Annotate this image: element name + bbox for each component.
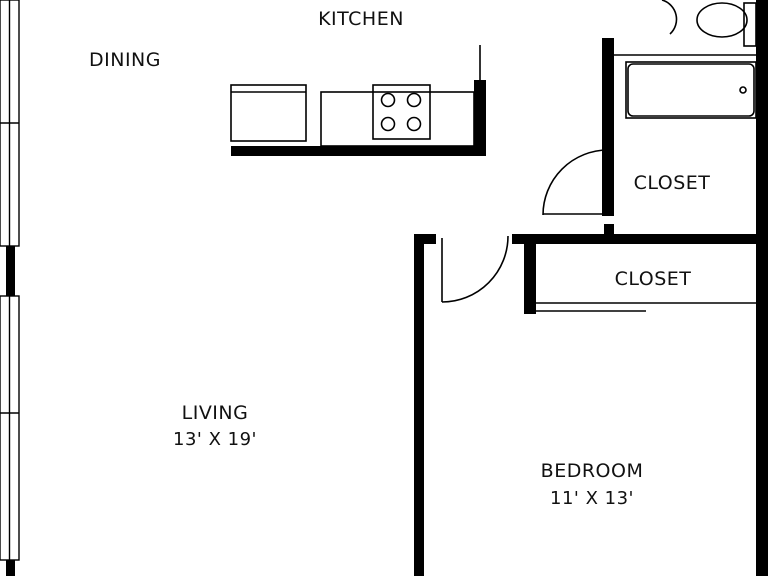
- closet-lower-label: CLOSET: [615, 268, 692, 290]
- upper-closet-door: [542, 149, 610, 216]
- kitchen-counter: [231, 45, 486, 156]
- bathroom-walls: [602, 0, 768, 244]
- window-upper: [0, 0, 20, 247]
- lower-closet-rails: [536, 302, 756, 312]
- bathtub-icon: [625, 61, 757, 119]
- bedroom-label: BEDROOM: [541, 460, 644, 482]
- living-label: LIVING: [182, 402, 249, 424]
- bedroom-size: 11' X 13': [550, 488, 634, 509]
- left-wall-segment: [6, 246, 15, 296]
- living-size: 13' X 19': [173, 429, 257, 450]
- left-wall-segment: [6, 560, 15, 576]
- bathroom-door-swing: [661, 0, 678, 35]
- toilet-icon: [696, 2, 757, 47]
- bedroom-walls: [414, 234, 768, 576]
- window-lower: [0, 295, 20, 561]
- dining-label: DINING: [89, 49, 161, 71]
- bedroom-door-swing: [441, 235, 509, 303]
- counter-end-wall: [474, 80, 486, 156]
- counter-base-wall: [231, 146, 486, 156]
- stove-icon: [372, 84, 431, 140]
- left-wall: [6, 246, 15, 576]
- refrigerator: [230, 84, 307, 142]
- counter-top: [320, 91, 475, 147]
- kitchen-label: KITCHEN: [318, 8, 404, 30]
- closet-upper-label: CLOSET: [634, 172, 711, 194]
